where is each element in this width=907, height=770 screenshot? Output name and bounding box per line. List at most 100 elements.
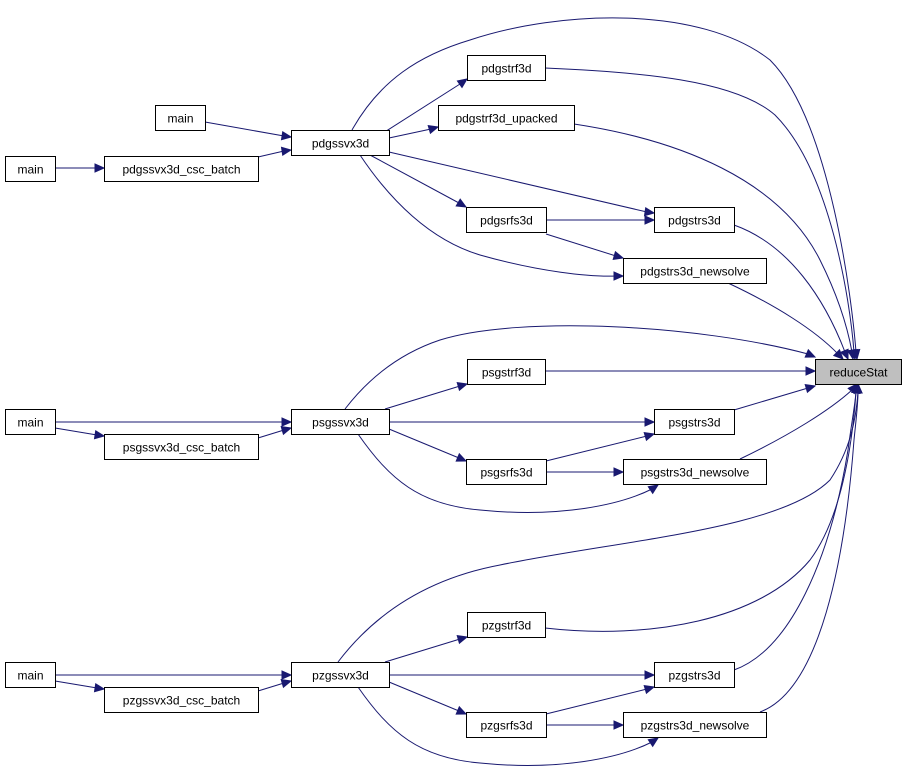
node-psgstrs3d[interactable]: psgstrs3d [654,409,735,435]
arrowhead-icon [456,381,469,392]
node-label: main [17,163,43,177]
edge-line [388,428,460,459]
edge-pzgstrs3d_newsolve-to-reduceStat [759,382,863,713]
edges-layer [54,17,863,766]
edge-line [388,681,460,712]
edge-pdgssvx3d-to-pdgstrf3d_upacked [388,124,440,139]
edge-pzgssvx3d-to-reduceStat [337,382,863,663]
node-label: pzgssvx3d [312,669,369,683]
arrowhead-icon [804,348,817,358]
node-box [155,105,206,131]
edge-pzgsrfs3d-to-pzgstrs3d [545,684,656,715]
arrowhead-icon [804,383,817,394]
node-pdgstrs3d[interactable]: pdgstrs3d [654,207,735,233]
node-pzgssvx3d-csc-batch[interactable]: pzgssvx3d_csc_batch [104,687,259,713]
edge-psgstrs3d-to-reduceStat [733,383,817,411]
node-label: pdgsrfs3d [480,214,533,228]
node-main-a[interactable]: main [155,105,206,131]
arrowhead-icon [613,467,625,477]
edge-line [359,154,617,277]
edge-pdgstrs3d-to-reduceStat [733,224,849,361]
node-box [104,687,259,713]
edge-pdgsrfs3d-to-pdgstrs3d [546,215,656,225]
node-label: pzgstrs3d [668,669,720,683]
edge-pzgssvx3d-to-pzgstrs3d [389,670,656,680]
edge-psgssvx3d-to-psgsrfs3d [388,428,468,462]
node-box [623,459,767,485]
node-box [654,207,735,233]
node-psgssvx3d[interactable]: psgssvx3d [291,409,390,435]
edge-line [344,325,809,410]
edge-main_a-to-pdgssvx3d [204,121,293,141]
node-pdgstrf3d-upacked[interactable]: pdgstrf3d_upacked [438,105,575,131]
arrowhead-icon [280,146,293,157]
node-box [623,712,767,738]
arrowhead-icon [853,382,863,394]
edge-pdgssvx3d-to-pdgstrf3d [379,78,469,136]
edge-main_b-to-pdgssvx3d_csc_batch [55,163,106,173]
node-psgssvx3d-csc-batch[interactable]: psgssvx3d_csc_batch [104,434,259,460]
edge-psgssvx3d-to-psgstrs3d [389,417,656,427]
node-psgstrs3d-newsolve[interactable]: psgstrs3d_newsolve [623,459,767,485]
arrowhead-icon [281,670,293,680]
node-box [466,459,547,485]
node-box [104,434,259,460]
edge-line [384,385,461,410]
node-main-b[interactable]: main [5,156,56,182]
edge-line [337,391,859,663]
arrowhead-icon [427,124,440,135]
node-main-c[interactable]: main [5,409,56,435]
node-label: main [17,669,43,683]
edge-line [545,688,648,715]
node-label: main [17,416,43,430]
node-pzgstrs3d-newsolve[interactable]: pzgstrs3d_newsolve [623,712,767,738]
edge-main_d-to-pzgssvx3d [55,670,293,680]
edge-line [545,435,648,462]
node-pdgssvx3d[interactable]: pdgssvx3d [291,130,390,156]
node-pzgstrf3d[interactable]: pzgstrf3d [467,612,546,638]
edge-line [759,391,859,713]
node-label: psgsrfs3d [480,466,532,480]
node-label: pdgstrf3d_upacked [455,112,557,126]
node-main-d[interactable]: main [5,662,56,688]
edge-line [379,83,461,136]
arrowhead-icon [456,78,469,89]
arrowhead-icon [93,429,106,440]
node-pdgstrf3d[interactable]: pdgstrf3d [467,55,546,81]
arrowhead-icon [644,670,656,680]
arrowhead-icon [455,198,468,208]
edge-line [257,682,285,692]
node-pzgssvx3d[interactable]: pzgssvx3d [291,662,390,688]
node-psgsrfs3d[interactable]: psgsrfs3d [466,459,547,485]
arrowhead-icon [647,484,660,495]
node-box [467,55,546,81]
arrowhead-icon [613,720,625,730]
node-label: reduceStat [829,366,888,380]
arrowhead-icon [832,348,844,360]
node-pdgssvx3d-csc-batch[interactable]: pdgssvx3d_csc_batch [104,156,259,182]
edge-pzgsrfs3d-to-pzgstrs3d_newsolve [546,720,625,730]
edge-pzgstrs3d-to-reduceStat [733,382,861,671]
arrowhead-icon [280,678,293,689]
node-box [654,662,735,688]
edge-line [54,680,98,689]
edge-line [727,282,839,355]
edge-line [388,128,432,139]
edge-line [739,389,853,460]
node-reduceStat[interactable]: reduceStat [815,359,902,385]
arrowhead-icon [643,684,656,695]
edge-line [204,121,285,137]
arrowhead-icon [281,417,293,427]
node-box [291,662,390,688]
node-pzgstrs3d[interactable]: pzgstrs3d [654,662,735,688]
node-label: pdgstrf3d [481,62,531,76]
node-pdgsrfs3d[interactable]: pdgsrfs3d [466,207,547,233]
node-pzgsrfs3d[interactable]: pzgsrfs3d [466,712,547,738]
edge-psgstrf3d-to-reduceStat [545,366,817,376]
node-label: pdgssvx3d [312,137,369,151]
edge-psgssvx3d-to-reduceStat [344,325,817,410]
node-pdgstrs3d-newsolve[interactable]: pdgstrs3d_newsolve [623,258,767,284]
node-psgstrf3d[interactable]: psgstrf3d [467,359,546,385]
arrowhead-icon [93,682,106,693]
